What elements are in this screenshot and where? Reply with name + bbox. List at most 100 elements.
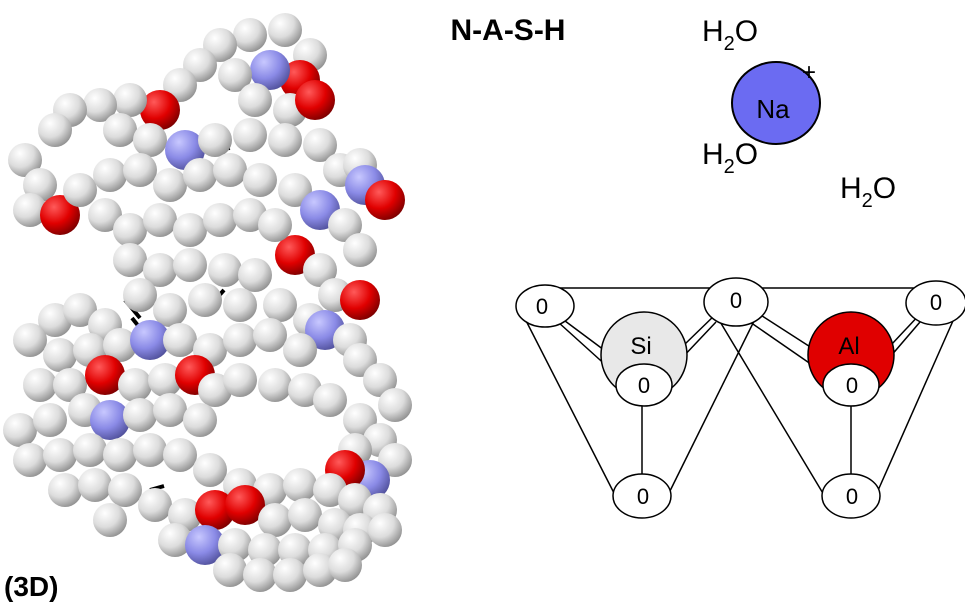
hydrocarbon-atom-sphere: [63, 293, 97, 327]
hydrocarbon-atom-sphere: [303, 128, 337, 162]
hydrocarbon-atom-sphere: [143, 253, 177, 287]
hydrocarbon-atom-sphere: [163, 323, 197, 357]
oxygen-atom-sphere: [225, 485, 265, 525]
hydrocarbon-atom-sphere: [223, 323, 257, 357]
oxygen-atom-sphere: [365, 180, 405, 220]
hydrocarbon-atom-sphere: [258, 368, 292, 402]
hydrocarbon-atom-sphere: [278, 173, 312, 207]
hydrocarbon-atom-sphere: [43, 338, 77, 372]
hydrocarbon-atom-sphere: [8, 143, 42, 177]
nitrogen-atom-sphere: [90, 400, 130, 440]
hydrocarbon-atom-sphere: [138, 488, 172, 522]
hydrocarbon-atom-sphere: [378, 388, 412, 422]
oxygen-label: 0: [637, 484, 649, 509]
oxygen-atom-sphere: [195, 490, 235, 530]
hydrocarbon-atom-sphere: [103, 328, 137, 362]
hydrocarbon-atom-sphere: [113, 83, 147, 117]
hydrocarbon-atom-sphere: [238, 258, 272, 292]
bond-line: [709, 304, 825, 496]
water-3-subscript: 2: [862, 190, 873, 212]
hydrocarbon-atom-sphere: [123, 278, 157, 312]
hydrocarbon-atom-sphere: [203, 203, 237, 237]
water-1-h: H: [702, 15, 724, 48]
hydrocarbon-atom-sphere: [108, 473, 142, 507]
water-1-o: O: [735, 15, 758, 48]
silicon-symbol: Si: [630, 333, 651, 360]
hydrocarbon-atom-sphere: [113, 243, 147, 277]
hydrocarbon-atom-sphere: [328, 548, 362, 582]
hydrocarbon-atom-sphere: [268, 123, 302, 157]
hydrocarbon-atom-sphere: [48, 473, 82, 507]
hydrocarbon-atom-sphere: [13, 323, 47, 357]
hydrocarbon-atom-sphere: [153, 393, 187, 427]
aluminosilicate-framework: [515, 277, 965, 519]
hydrocarbon-atom-sphere: [188, 283, 222, 317]
hydrocarbon-atom-sphere: [258, 503, 292, 537]
hydrocarbon-atom-sphere: [133, 433, 167, 467]
hydrocarbon-atom-sphere: [173, 248, 207, 282]
hydrocarbon-atom-sphere: [378, 443, 412, 477]
hydrocarbon-atom-sphere: [153, 293, 187, 327]
hydrated-sodium-group: Na + H2O H2O H2O: [702, 15, 896, 212]
bond-line: [755, 311, 816, 351]
oxygen-label: 0: [846, 373, 858, 398]
hydrocarbon-atom-sphere: [43, 438, 77, 472]
hydrocarbon-atom-sphere: [163, 438, 197, 472]
water-2-subscript: 2: [724, 156, 735, 178]
oxygen-node: [615, 363, 673, 407]
aluminium-symbol: Al: [838, 333, 859, 360]
hydrocarbon-atom-sphere: [223, 363, 257, 397]
oxygen-label: 0: [536, 294, 548, 319]
hydrocarbon-atom-sphere: [243, 558, 277, 592]
oxygen-atom-sphere: [295, 80, 335, 120]
hydrocarbon-atom-sphere: [283, 468, 317, 502]
water-2-h: H: [702, 138, 724, 171]
hydrocarbon-atom-sphere: [363, 363, 397, 397]
hydrocarbon-atom-sphere: [328, 208, 362, 242]
water-3-h: H: [840, 172, 862, 205]
oxygen-node: [515, 284, 575, 328]
hydrocarbon-atom-sphere: [218, 58, 252, 92]
hydrocarbon-atom-sphere: [33, 403, 67, 437]
hydrocarbon-atom-sphere: [78, 468, 112, 502]
hydrocarbon-atom-sphere: [183, 403, 217, 437]
water-molecule-3: H2O: [840, 172, 896, 212]
hydrocarbon-atom-sphere: [13, 193, 47, 227]
hydrocarbon-atom-sphere: [163, 68, 197, 102]
hydrocarbon-atom-sphere: [198, 123, 232, 157]
hydrocarbon-atom-sphere: [148, 363, 182, 397]
hydrocarbon-atom-sphere: [153, 168, 187, 202]
hydrocarbon-atom-sphere: [233, 18, 267, 52]
sodium-charge: +: [802, 59, 816, 86]
hydrocarbon-atom-sphere: [38, 113, 72, 147]
water-1-subscript: 2: [724, 33, 735, 55]
space-filling-molecule-model: [3, 13, 412, 592]
hydrocarbon-atom-sphere: [263, 288, 297, 322]
nitrogen-atom-sphere: [250, 50, 290, 90]
hydrocarbon-atom-sphere: [213, 153, 247, 187]
bond-line: [517, 304, 616, 496]
hydrocarbon-atom-sphere: [88, 198, 122, 232]
hydrocarbon-atom-sphere: [103, 113, 137, 147]
hydrocarbon-atom-sphere: [288, 498, 322, 532]
sodium-ion-circle: [731, 61, 821, 145]
figure-title: N-A-S-H: [451, 14, 566, 47]
nitrogen-atom-sphere: [185, 525, 225, 565]
hydrocarbon-atom-sphere: [213, 553, 247, 587]
hydrocarbon-atom-sphere: [313, 383, 347, 417]
hydrocarbon-atom-sphere: [93, 158, 127, 192]
hydrocarbon-atom-sphere: [368, 513, 402, 547]
oxygen-label: 0: [930, 290, 942, 315]
hydrocarbon-atom-sphere: [253, 318, 287, 352]
hydrocarbon-atom-sphere: [173, 213, 207, 247]
hydrocarbon-atom-sphere: [118, 368, 152, 402]
oxygen-label: 0: [730, 288, 742, 313]
hydrocarbon-atom-sphere: [23, 368, 57, 402]
water-molecule-2: H2O: [702, 138, 758, 178]
hydrocarbon-atom-sphere: [193, 453, 227, 487]
hydrocarbon-atom-sphere: [93, 503, 127, 537]
hydrocarbon-atom-sphere: [83, 88, 117, 122]
hydrocarbon-atom-sphere: [258, 208, 292, 242]
hydrocarbon-atom-sphere: [73, 433, 107, 467]
